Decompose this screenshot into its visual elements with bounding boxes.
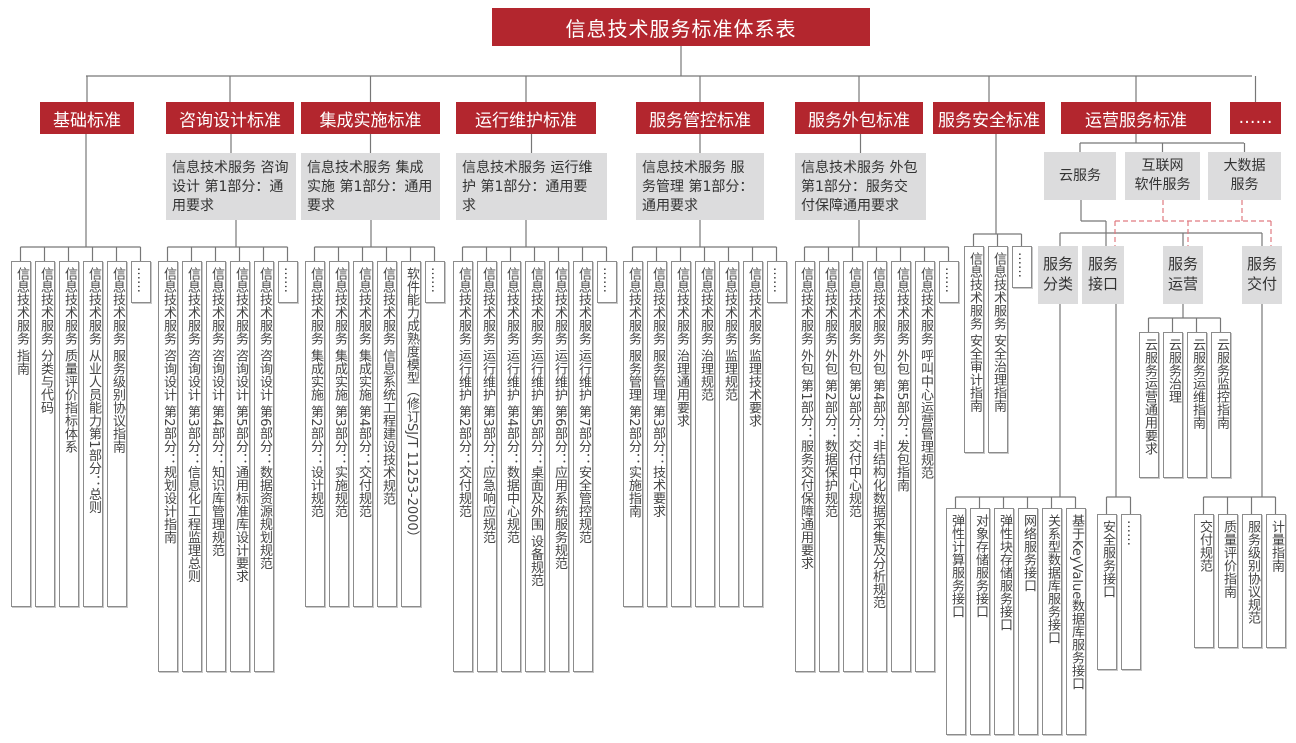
standard-leaf: 信息技术服务 指南 [11, 261, 31, 607]
standard-leaf: 信息技术服务 集成实施 第4部分：交付规范 [353, 261, 373, 607]
ops-sub-label: 服务 [1230, 177, 1259, 193]
standard-leaf: 信息技术服务 外包 第3部分：交付中心规范 [843, 261, 863, 672]
standard-leaf: 信息技术服务 咨询设计 第5部分：通用标准库设计要求 [230, 261, 250, 672]
standard-leaf: 信息技术服务 质量评价指标体系 [59, 261, 79, 607]
category-7: 服务安全标准 [933, 102, 1045, 134]
cloud-node-2: 服务接口 [1082, 246, 1124, 304]
standard-leaf: 信息技术服务 运行维护 第7部分：安全管控规范 [573, 261, 593, 672]
ops-sub-2: 互联网软件服务 [1125, 152, 1200, 200]
standard-leaf: 信息技术服务 服务管理 第2部分：实施指南 [623, 261, 643, 607]
general-requirement-box: 信息技术服务 集成实施 第1部分：通用要求 [301, 153, 440, 220]
standard-leaf: 信息技术服务 呼叫中心运营管理规范 [915, 261, 935, 672]
standard-leaf: 信息技术服务 监理规范 [719, 261, 739, 607]
standard-leaf: 信息技术服务 外包 第4部分：非结构化数据采集及分析规范 [867, 261, 887, 672]
standard-leaf: 云服务运营通用要求 [1139, 332, 1159, 478]
category-2: 咨询设计标准 [166, 102, 294, 134]
standard-leaf: 信息技术服务 治理规范 [695, 261, 715, 607]
standard-leaf: 质量评价指南 [1218, 514, 1238, 648]
standard-leaf: 信息技术服务 运行维护 第6部分：应用系统服务规范 [549, 261, 569, 672]
ops-sub-label: 云服务 [1059, 167, 1101, 184]
cloud-node-1: 服务分类 [1038, 246, 1078, 304]
more-items-box: …… [597, 261, 617, 303]
more-items-box: …… [1012, 246, 1032, 288]
standard-leaf: 安全服务接口 [1097, 514, 1117, 670]
category-9: …… [1230, 102, 1281, 134]
standard-leaf: 信息技术服务 从业人员能力第1部分：总则 [83, 261, 103, 607]
standard-leaf: 信息技术服务 外包 第2部分：数据保护规范 [819, 261, 839, 672]
standard-leaf: 信息技术服务 外包 第5部分：发包指南 [891, 261, 911, 672]
general-requirement-box: 信息技术服务 运行维护 第1部分：通用要求 [456, 153, 607, 220]
standard-leaf: 信息技术服务 运行维护 第3部分：应急响应规范 [477, 261, 497, 672]
standard-leaf: 信息技术服务 外包 第1部分：服务交付保障通用要求 [795, 261, 815, 672]
standard-leaf: 信息技术服务 运行维护 第4部分：数据中心规范 [501, 261, 521, 672]
ops-sub-3: 大数据服务 [1208, 152, 1281, 200]
standard-leaf: 信息技术服务 安全治理指南 [988, 246, 1008, 453]
category-3: 集成实施标准 [301, 102, 440, 134]
ops-sub-label: 互联网 [1141, 158, 1184, 174]
standard-leaf: 信息技术服务 咨询设计 第6部分：数据资源规划规范 [254, 261, 274, 672]
standard-leaf: 云服务监控指南 [1211, 332, 1231, 478]
standard-leaf: 信息技术服务 服务管理 第3部分：技术要求 [647, 261, 667, 607]
diagram-title: 信息技术服务标准体系表 [492, 8, 870, 46]
ops-sub-label: 大数据 [1223, 158, 1266, 174]
standard-leaf: 信息技术服务 治理通用要求 [671, 261, 691, 607]
standard-leaf: 弹性计算服务接口 [946, 508, 966, 735]
general-requirement-box: 信息技术服务 咨询设计 第1部分：通用要求 [166, 153, 296, 220]
standard-leaf: 对象存储服务接口 [970, 508, 990, 735]
standard-leaf: 关系型数据库服务接口 [1042, 508, 1062, 735]
category-4: 运行维护标准 [456, 102, 596, 134]
more-items-box: …… [425, 261, 445, 303]
more-items-box: …… [939, 261, 959, 303]
standard-leaf: 信息技术服务 集成实施 第3部分：实施规范 [329, 261, 349, 607]
standard-leaf: 信息技术服务 咨询设计 第2部分：规划设计指南 [158, 261, 178, 672]
category-5: 服务管控标准 [636, 102, 764, 134]
category-6: 服务外包标准 [795, 102, 923, 134]
standard-leaf: 软件能力成熟度模型（修订SJ/T 11253-2000） [401, 261, 421, 607]
more-items-box: …… [767, 261, 787, 303]
category-8: 运营服务标准 [1061, 102, 1211, 134]
general-requirement-box: 信息技术服务 外包第1部分：服务交付保障通用要求 [795, 153, 926, 220]
standard-leaf: 信息技术服务 运行维护 第2部分：交付规范 [453, 261, 473, 672]
standard-leaf: 网络服务接口 [1018, 508, 1038, 735]
standard-leaf: 信息技术服务 服务级别协议指南 [107, 261, 127, 607]
standard-leaf: 信息技术服务 咨询设计 第3部分：信息化工程监理总则 [182, 261, 202, 672]
standard-leaf: 信息技术服务 信息系统工程建设技术规范 [377, 261, 397, 607]
standard-leaf: 信息技术服务 分类与代码 [35, 261, 55, 607]
category-1: 基础标准 [40, 102, 134, 134]
more-items-box: …… [131, 261, 151, 303]
standard-leaf: 基于KeyValue数据库服务接口 [1066, 508, 1086, 735]
standard-leaf: 云服务运维指南 [1187, 332, 1207, 478]
more-items-box: …… [1121, 514, 1141, 670]
standard-leaf: 信息技术服务 安全审计指南 [964, 246, 984, 453]
standard-leaf: 信息技术服务 运行维护 第5部分：桌面及外围 设备规范 [525, 261, 545, 672]
more-items-box: …… [278, 261, 298, 303]
standard-leaf: 计量指南 [1266, 514, 1286, 648]
standard-leaf: 信息技术服务 监理技术要求 [743, 261, 763, 607]
standard-leaf: 信息技术服务 咨询设计 第4部分：知识库管理规范 [206, 261, 226, 672]
cloud-node-4: 服务交付 [1242, 246, 1282, 304]
ops-sub-label: 软件服务 [1134, 177, 1191, 193]
ops-sub-1: 云服务 [1044, 152, 1116, 200]
standard-leaf: 服务级别协议规范 [1242, 514, 1262, 648]
general-requirement-box: 信息技术服务 服务管理 第1部分：通用要求 [636, 153, 764, 220]
standard-leaf: 弹性块存储服务接口 [994, 508, 1014, 735]
standard-leaf: 云服务治理 [1163, 332, 1183, 478]
cloud-node-3: 服务运营 [1163, 246, 1203, 304]
standard-leaf: 交付规范 [1194, 514, 1214, 648]
standard-leaf: 信息技术服务 集成实施 第2部分：设计规范 [305, 261, 325, 607]
